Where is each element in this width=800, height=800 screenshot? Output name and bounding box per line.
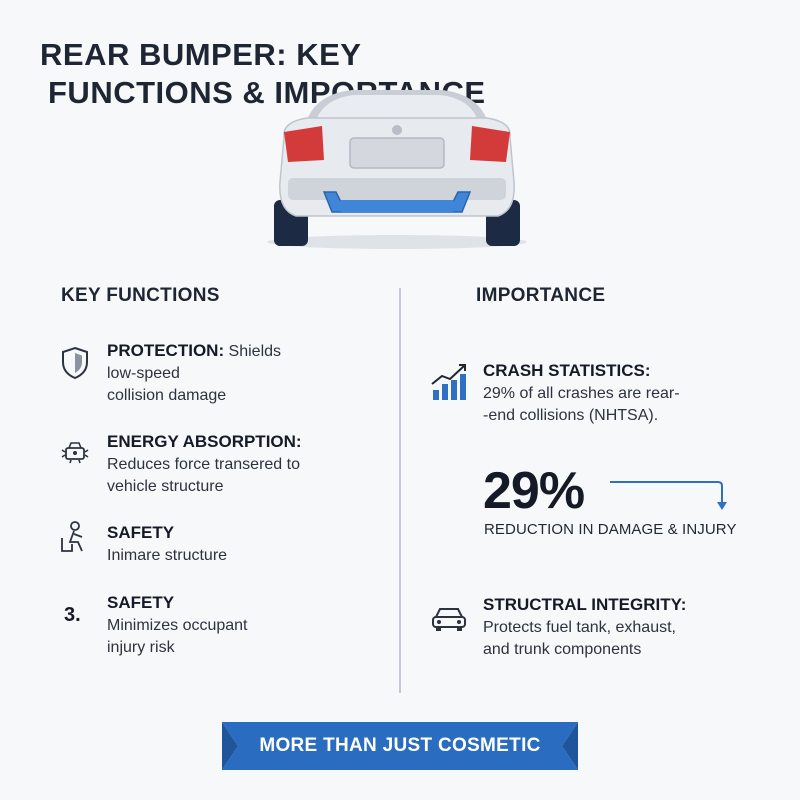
function-safety: SAFETY Inimare structure: [107, 522, 227, 567]
crash-line-1: 29% of all crashes are rear-: [483, 385, 680, 402]
function-protection: PROTECTION: Shields low-speed collision …: [107, 340, 281, 407]
safety-line-1: Inimare structure: [107, 547, 228, 564]
title-line-1: REAR BUMPER: KEY: [40, 37, 362, 72]
energy-title: ENERGY ABSORPTION:: [107, 432, 302, 451]
car-rear-illustration: [267, 90, 527, 249]
safety-2-line-2: injury risk: [107, 639, 175, 656]
safety-title: SAFETY: [107, 523, 175, 542]
occupant-icon: [61, 521, 83, 552]
crash-title: CRASH STATISTICS:: [483, 361, 651, 380]
down-arrow-icon: [610, 481, 727, 510]
ribbon-banner: [222, 722, 578, 770]
ribbon-text: MORE THAN JUST COSMETIC: [259, 735, 541, 756]
crash-line-2: -end collisions (NHTSA).: [483, 407, 659, 424]
crash-statistics: CRASH STATISTICS: 29% of all crashes are…: [483, 360, 680, 427]
stat-value: 29%: [483, 462, 585, 520]
bar-chart-icon: [431, 364, 466, 400]
function-energy-absorption: ENERGY ABSORPTION: Reduces force transer…: [107, 431, 302, 498]
protection-line-2: collision damage: [107, 387, 227, 404]
safety-2-title: SAFETY: [107, 593, 175, 612]
protection-title: PROTECTION:: [107, 341, 225, 360]
key-functions-heading: KEY FUNCTIONS: [61, 285, 220, 306]
list-marker-3: 3.: [64, 604, 81, 626]
energy-line-2: vehicle structure: [107, 478, 224, 495]
structural-integrity: STRUCTRAL INTEGRITY: Protects fuel tank,…: [483, 594, 686, 661]
integrity-title: STRUCTRAL INTEGRITY:: [483, 595, 687, 614]
stat-caption: REDUCTION IN DAMAGE & INJURY: [484, 521, 737, 538]
impact-icon: [61, 442, 89, 464]
protection-line-1: low-speed: [107, 365, 180, 382]
protection-text-inline: Shields: [224, 343, 282, 360]
safety-2-line-1: Minimizes occupant: [107, 617, 248, 634]
energy-line-1: Reduces force transered to: [107, 456, 300, 473]
importance-heading: IMPORTANCE: [476, 285, 606, 306]
car-front-icon: [432, 608, 466, 631]
integrity-line-2: and trunk components: [483, 641, 642, 658]
integrity-line-1: Protects fuel tank, exhaust,: [483, 619, 676, 636]
column-divider: [399, 288, 401, 693]
function-safety-occupant: SAFETY Minimizes occupant injury risk: [107, 592, 248, 659]
shield-icon: [62, 346, 88, 380]
